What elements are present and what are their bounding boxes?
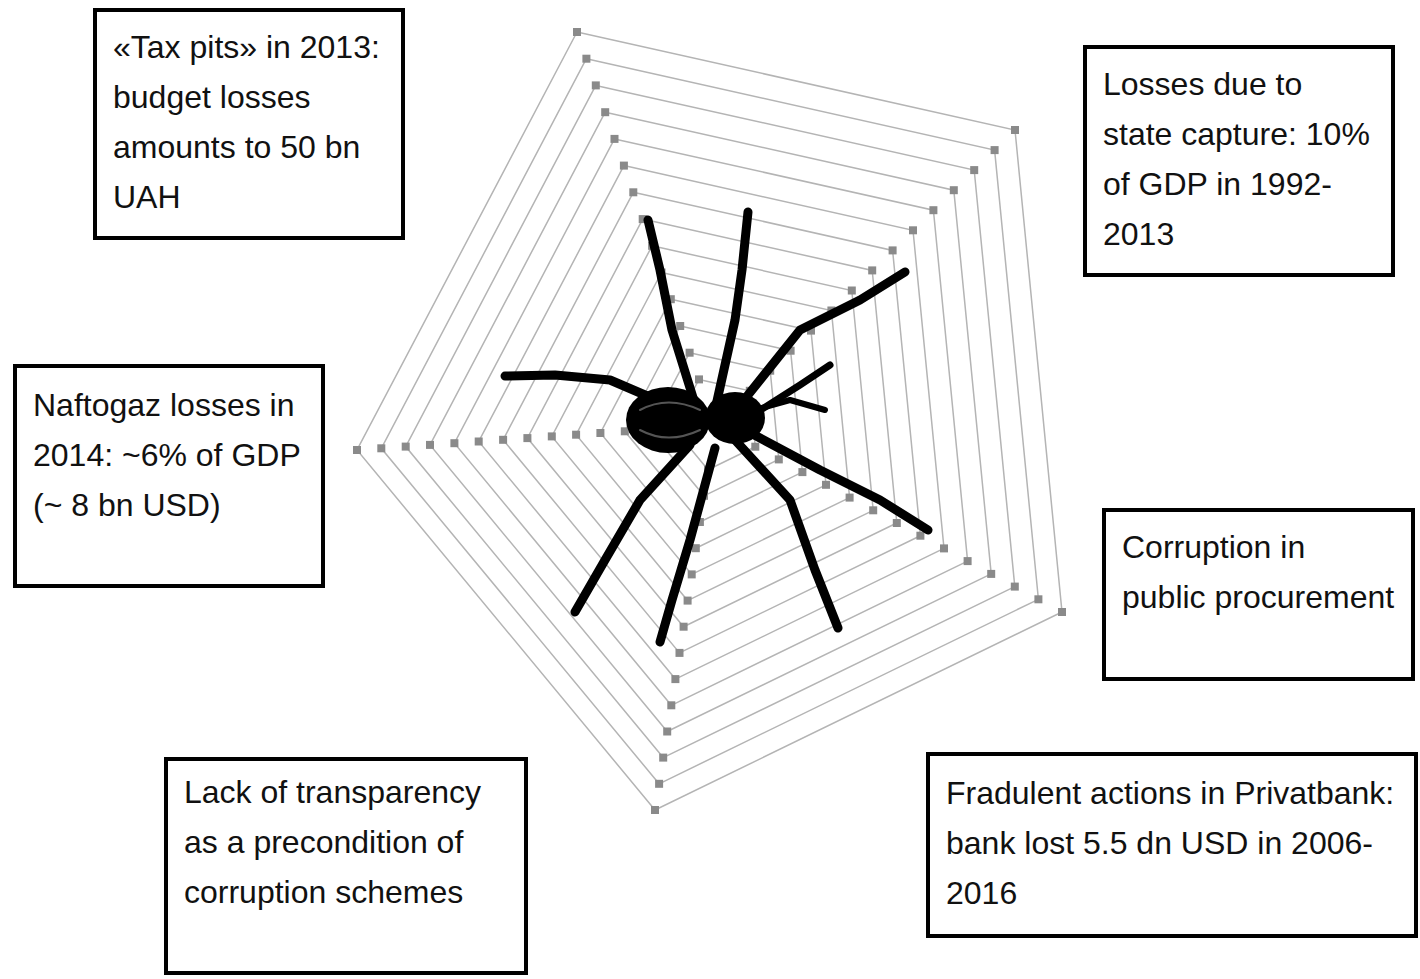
web-dot xyxy=(611,135,619,143)
web-dot xyxy=(651,806,659,814)
web-dot xyxy=(686,349,694,357)
web-dot xyxy=(889,246,897,254)
callout-text: Naftogaz losses in 2014: ~6% of GDP (~ 8… xyxy=(33,380,305,530)
web-dot xyxy=(353,446,361,454)
web-dot xyxy=(659,754,667,762)
web-ring xyxy=(454,139,967,705)
web-ring xyxy=(527,219,896,627)
web-dot xyxy=(676,322,684,330)
web-dot xyxy=(582,55,590,63)
web-ring xyxy=(503,192,920,653)
web-ring xyxy=(357,32,1062,810)
callout-box: Naftogaz losses in 2014: ~6% of GDP (~ 8… xyxy=(13,364,325,588)
web-ring xyxy=(479,166,944,680)
web-dot xyxy=(629,188,637,196)
web-dot xyxy=(377,444,385,452)
spider-web xyxy=(353,28,1066,814)
web-dot xyxy=(573,28,581,36)
web-dot xyxy=(846,494,854,502)
web-dot xyxy=(822,481,830,489)
web-dot xyxy=(775,455,783,463)
callout-text: Corruption in public procurement xyxy=(1122,522,1395,622)
web-dot xyxy=(991,146,999,154)
web-dot xyxy=(688,570,696,578)
web-dot xyxy=(940,544,948,552)
web-dot xyxy=(676,649,684,657)
web-dot xyxy=(798,468,806,476)
web-dot xyxy=(964,557,972,565)
web-dot xyxy=(680,623,688,631)
web-dot xyxy=(1011,583,1019,591)
web-dot xyxy=(402,443,410,451)
web-dot xyxy=(869,506,877,514)
web-dot xyxy=(950,186,958,194)
web-dot xyxy=(572,431,580,439)
web-dot xyxy=(663,728,671,736)
web-dot xyxy=(671,675,679,683)
web-dot xyxy=(987,570,995,578)
web-dot xyxy=(426,441,434,449)
web-dot xyxy=(523,434,531,442)
web-dot xyxy=(1034,595,1042,603)
web-dot xyxy=(684,597,692,605)
web-dot xyxy=(620,162,628,170)
spider-figure xyxy=(505,212,928,642)
web-ring xyxy=(406,85,1015,757)
web-dot xyxy=(450,439,458,447)
web-ring xyxy=(430,112,991,731)
web-dot xyxy=(655,780,663,788)
web-dot xyxy=(667,701,675,709)
callout-text: Fradulent actions in Privatbank: bank lo… xyxy=(946,768,1398,918)
web-dot xyxy=(548,432,556,440)
callout-box: Corruption in public procurement xyxy=(1102,508,1415,681)
web-dot xyxy=(601,108,609,116)
web-dot xyxy=(970,166,978,174)
web-dot xyxy=(751,443,759,451)
web-dot xyxy=(848,287,856,295)
callout-box: Fradulent actions in Privatbank: bank lo… xyxy=(926,752,1418,938)
callout-box: Losses due to state capture: 10% of GDP … xyxy=(1083,45,1395,277)
web-dot xyxy=(1058,608,1066,616)
web-dot xyxy=(868,266,876,274)
web-dot xyxy=(916,532,924,540)
web-ring xyxy=(552,246,873,601)
web-dot xyxy=(1011,126,1019,134)
web-dot xyxy=(929,206,937,214)
web-ring xyxy=(576,273,850,575)
web-dot xyxy=(893,519,901,527)
web-dot xyxy=(909,226,917,234)
web-dot xyxy=(475,438,483,446)
web-dot xyxy=(596,429,604,437)
callout-text: Lack of transparency as a precondition o… xyxy=(184,767,508,917)
callout-box: Lack of transparency as a precondition o… xyxy=(164,757,528,975)
web-ring xyxy=(381,59,1038,784)
callout-box: «Tax pits» in 2013: budget losses amount… xyxy=(93,8,405,240)
web-dot xyxy=(499,436,507,444)
callout-text: «Tax pits» in 2013: budget losses amount… xyxy=(113,22,385,222)
callout-text: Losses due to state capture: 10% of GDP … xyxy=(1103,59,1375,259)
web-dot xyxy=(695,375,703,383)
web-dot xyxy=(592,81,600,89)
